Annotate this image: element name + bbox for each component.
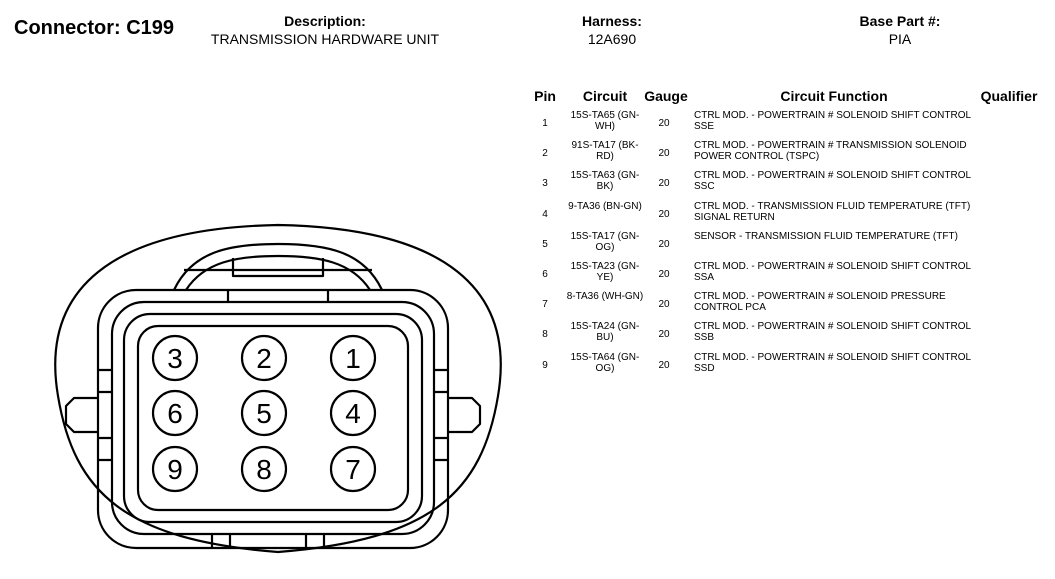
circuit-cell: 15S-TA64 (GN-OG) [570,351,640,374]
pin-cell: 4 [542,208,548,220]
pin-cell: 3 [542,178,548,190]
harness-value: 12A690 [587,31,637,47]
pin-cell: 5 [542,238,548,250]
gauge-cell: 20 [658,269,670,280]
pin-cavities: 3 2 1 6 5 4 9 8 7 [151,334,377,493]
pin-number-label: 4 [345,398,361,429]
pin-circle [329,445,377,493]
harness-label: Harness: [582,13,642,29]
circuit-function-cell: CTRL MOD. - POWERTRAIN # SOLENOID SHIFT … [694,110,971,132]
pin-circle [151,445,199,493]
circuit-cell: 15S-TA63 (GN-BK) [570,170,640,193]
description-block: Description: TRANSMISSION HARDWARE UNIT [190,12,460,48]
circuit-cell: 15S-TA65 (GN-WH) [570,110,640,132]
pin-circle [240,334,288,382]
pin-circle [329,334,377,382]
circuit-function-cell: CTRL MOD. - POWERTRAIN # SOLENOID SHIFT … [694,321,971,344]
pin-cavity: 9 [151,445,199,493]
connector-face-diagram: 3 2 1 6 5 4 9 8 7 [54,223,502,554]
gauge-cell: 20 [658,299,670,311]
circuit-function-cell: CTRL MOD. - POWERTRAIN # SOLENOID SHIFT … [694,170,971,193]
col-header-gauge: Gauge [644,88,688,104]
pin-cavity: 2 [240,334,288,382]
circuit-cell: 9-TA36 (BN-GN) [568,200,642,212]
circuit-cell: 15S-TA23 (GN-YE) [570,261,640,283]
gauge-cell: 20 [658,178,670,190]
col-header-circuit: Circuit [582,88,628,104]
circuit-cell: 8-TA36 (WH-GN) [566,291,644,303]
table-row: 1 15S-TA65 (GN-WH) 20 CTRL MOD. - POWERTRAI… [530,110,1050,140]
gauge-cell: 20 [658,359,670,371]
circuit-cell: 15S-TA24 (GN-BU) [570,321,640,344]
table-row: 8 15S-TA24 (GN-BU) 20 CTRL MOD. - POWERTRAI… [530,321,1050,351]
circuit-function-cell: CTRL MOD. - POWERTRAIN # SOLENOID PRESSU… [694,291,946,314]
gauge-cell: 20 [658,329,670,341]
pin-number-label: 7 [345,454,361,485]
base-part-value: PIA [888,31,912,47]
circuit-cell: 15S-TA17 (GN-OG) [570,230,640,253]
table-row: 2 91S-TA17 (BK-RD) 20 CTRL MOD. - POWERTRAI… [530,140,1050,170]
pin-cavity: 6 [151,389,199,437]
seal-inner [122,312,424,524]
pin-cavity: 5 [240,389,288,437]
pin-cavity: 1 [329,334,377,382]
pin-circle [151,334,199,382]
harness-block: Harness: 12A690 [552,12,672,48]
table-row: 3 15S-TA63 (GN-BK) 20 CTRL MOD. - POWERTRAI… [530,170,1050,200]
pin-circle [329,389,377,437]
pin-cell: 6 [542,269,548,280]
col-header-pin: Pin [534,88,556,104]
description-value: TRANSMISSION HARDWARE UNIT [210,31,440,47]
pin-cavity: 8 [240,445,288,493]
table-row: 9 15S-TA64 (GN-OG) 20 CTRL MOD. - POWERTRAI… [530,352,1050,382]
gauge-cell: 20 [658,148,670,160]
seal-outer [110,300,436,536]
gauge-cell: 20 [658,118,670,129]
lock-arch-inner [185,254,371,291]
circuit-function-cell: CTRL MOD. - POWERTRAIN # TRANSMISSION SO… [694,140,967,163]
pin-number-label: 6 [167,398,183,429]
pin-number-label: 1 [345,343,361,374]
table-row: 5 15S-TA17 (GN-OG) 20 SENSOR - TRANSMISSION… [530,231,1050,261]
circuit-function-cell: CTRL MOD. - TRANSMISSION FLUID TEMPERATU… [694,200,971,223]
body-outline [96,288,450,550]
pin-cell: 7 [542,299,548,311]
pin-number-label: 5 [256,398,272,429]
description-label: Description: [284,13,366,29]
pin-cell: 2 [542,148,548,160]
col-header-circuit-function: Circuit Function [780,88,888,104]
pin-cell: 1 [542,118,548,129]
circuit-function-cell: SENSOR - TRANSMISSION FLUID TEMPERATURE … [694,230,958,242]
pin-face [136,324,410,512]
pin-cell: 9 [542,359,548,371]
gauge-cell: 20 [658,208,670,220]
gauge-cell: 20 [658,238,670,250]
pin-circle [151,389,199,437]
table-row: 7 8-TA36 (WH-GN) 20 CTRL MOD. - POWERTRAIN … [530,291,1050,321]
base-part-block: Base Part #: PIA [830,12,970,48]
pin-circle [240,445,288,493]
pin-number-label: 9 [167,454,183,485]
lock-arch-outer [173,242,383,291]
circuit-cell: 91S-TA17 (BK-RD) [571,140,639,163]
left-latch-tab [64,396,98,434]
pin-cavity: 4 [329,389,377,437]
circuit-function-cell: CTRL MOD. - POWERTRAIN # SOLENOID SHIFT … [694,261,971,283]
table-row: 4 9-TA36 (BN-GN) 20 CTRL MOD. - TRANSMISSIO… [530,201,1050,231]
pin-cavity: 7 [329,445,377,493]
pin-circle [240,389,288,437]
table-row: 6 15S-TA23 (GN-YE) 20 CTRL MOD. - POWERTRAI… [530,261,1050,291]
pin-number-label: 8 [256,454,272,485]
connector-title: Connector: C199 [14,17,175,39]
right-latch-tab [448,396,482,434]
pin-number-label: 3 [167,343,183,374]
pin-cavity: 3 [151,334,199,382]
col-header-qualifier: Qualifier [980,88,1038,104]
pin-cell: 8 [542,329,548,341]
circuit-function-cell: CTRL MOD. - POWERTRAIN # SOLENOID SHIFT … [694,351,971,374]
pin-number-label: 2 [256,343,272,374]
base-part-label: Base Part #: [859,13,941,29]
